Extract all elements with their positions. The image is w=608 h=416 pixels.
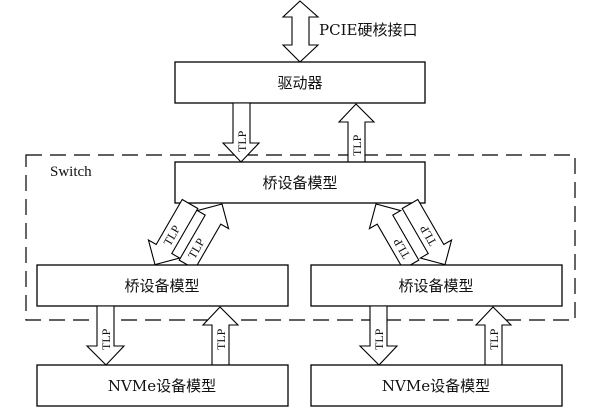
tlp-label: TLP (350, 134, 364, 156)
tlp-arrow-bridge-right-to-nvme (358, 305, 399, 366)
tlp-label: TLP (487, 328, 501, 350)
bridge-top-label: 桥设备模型 (262, 174, 337, 192)
driver-label: 驱动器 (277, 74, 322, 92)
tlp-label: TLP (214, 328, 228, 350)
driver-node (174, 61, 426, 104)
bridge-left-label: 桥设备模型 (124, 277, 199, 295)
tlp-label: TLP (372, 328, 386, 350)
nvme-right-node (310, 364, 563, 407)
tlp-label: TLP (235, 130, 249, 152)
tlp-arrow-bridge-left-to-nvme (85, 305, 126, 366)
tlp-arrow-bridge-top-to-left (147, 198, 199, 266)
switch-container (25, 154, 576, 321)
tlp-arrow-driver-to-bridge (221, 102, 261, 163)
bridge-left-node (36, 264, 289, 307)
tlp-arrow-bridge-top-to-right (401, 198, 453, 266)
bridge-top-node (174, 161, 426, 204)
switch-label: Switch (50, 164, 92, 180)
nvme-right-label: NVMe设备模型 (382, 377, 490, 395)
nvme-left-node (36, 364, 289, 407)
pcie-bidirectional-arrow (281, 0, 320, 63)
bridge-right-label: 桥设备模型 (398, 277, 473, 295)
bridge-right-node (310, 264, 563, 307)
nvme-left-label: NVMe设备模型 (108, 377, 216, 395)
tlp-label: TLP (99, 328, 113, 350)
pcie-interface-label: PCIE硬核接口 (319, 21, 417, 39)
